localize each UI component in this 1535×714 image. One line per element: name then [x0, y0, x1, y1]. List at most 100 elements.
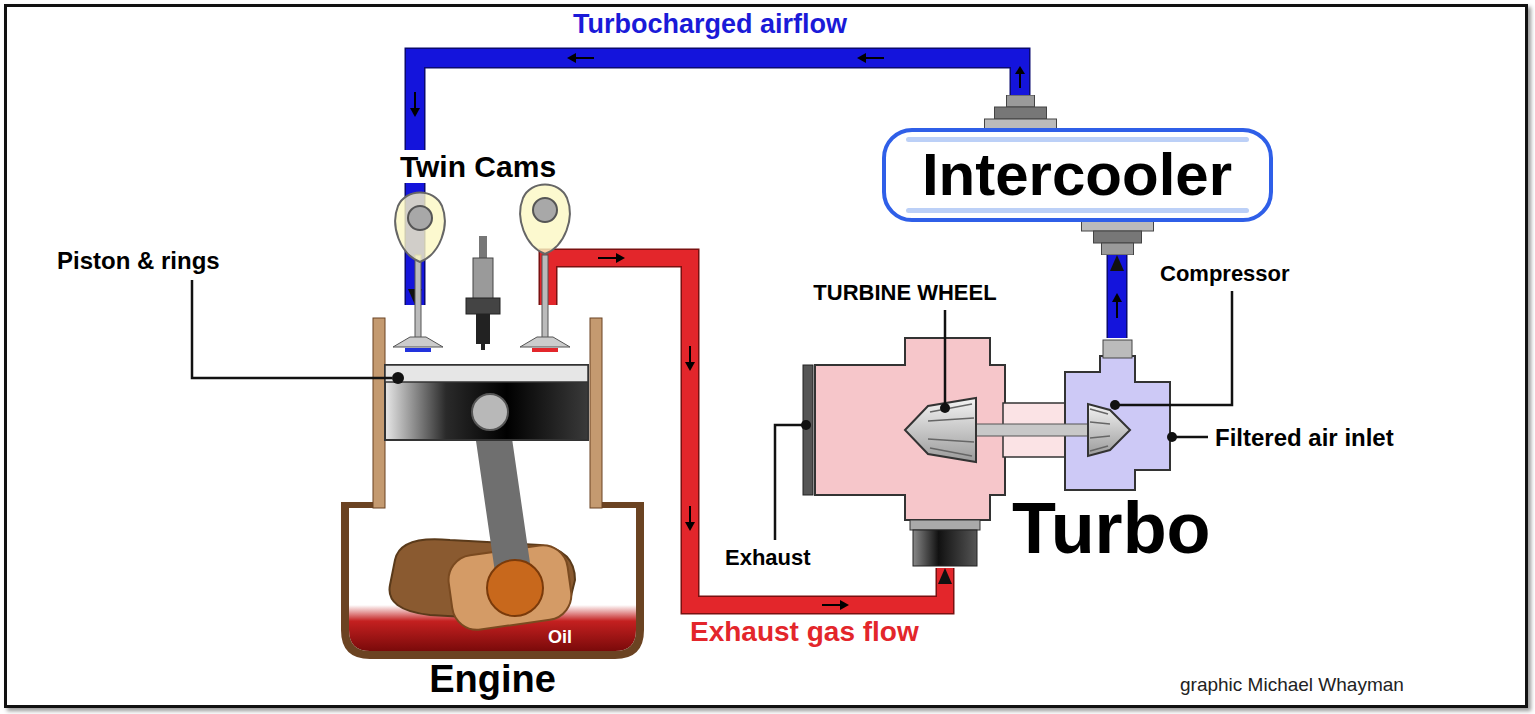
exhaust-pipe [548, 258, 945, 605]
valve [415, 255, 421, 339]
valve-seat-mark [405, 348, 558, 352]
leader-dot [940, 403, 950, 413]
turbine-housing [815, 338, 1005, 520]
flow-arrow [616, 253, 625, 263]
valve [542, 255, 548, 339]
intercooler-title: Intercooler [922, 142, 1232, 208]
cam-lobe [395, 185, 570, 263]
exhaust-pipe [548, 258, 945, 605]
valve [520, 337, 570, 347]
credit-text: graphic Michael Whayman [1180, 675, 1404, 696]
spark-plug [466, 298, 500, 314]
part-label: Filtered air inlet [1215, 425, 1394, 451]
flow-arrow [598, 257, 616, 259]
cam-lobe [395, 193, 445, 263]
flow-arrow [822, 604, 840, 606]
turbine-wheel [928, 404, 974, 456]
connecting-rod [487, 560, 543, 616]
cylinder-wall [373, 318, 385, 508]
leader-dot [1167, 432, 1177, 442]
valve [393, 337, 443, 347]
boost-pipe [1108, 255, 1126, 338]
pipe-fitting [994, 107, 1046, 119]
turbo-housing: Turbo [800, 338, 1175, 568]
pipe-outline [548, 258, 945, 605]
flow-arrow [567, 53, 576, 63]
cylinder-wall [590, 318, 602, 508]
cam-lobe [533, 198, 557, 222]
spark-plug [479, 236, 487, 260]
leader-line [1172, 436, 1208, 439]
flow-arrow [685, 522, 695, 531]
leader-line [1118, 291, 1232, 405]
piston [385, 365, 588, 440]
intercooler-body [884, 130, 1271, 220]
spark-plug [481, 344, 485, 350]
engine-title: Engine [429, 660, 556, 698]
leader-line [192, 280, 392, 378]
flow-arrow [857, 53, 866, 63]
flow-arrow [410, 108, 420, 117]
flow-arrow [1112, 293, 1122, 302]
flow-arrow [689, 346, 691, 362]
edge-label: Turbocharged airflow [573, 10, 847, 40]
pipe-fitting [1006, 95, 1034, 107]
flow-arrow [576, 57, 594, 59]
engine-block: OilEngine [340, 305, 645, 700]
leader-dot [801, 420, 811, 430]
turbine-housing [910, 520, 980, 530]
leader-dot [1110, 400, 1120, 410]
compressor-housing [1103, 340, 1132, 358]
turbine-wheel [905, 398, 976, 462]
connecting-rod [487, 412, 543, 616]
spark-plug [476, 314, 490, 344]
intercooler: Intercooler [882, 95, 1273, 255]
valve [393, 255, 570, 347]
flow-arrow [866, 57, 884, 59]
turbo-title: Turbo [1012, 492, 1211, 564]
cam-lobe [520, 185, 570, 255]
turbine-housing [913, 530, 977, 566]
compressor-wheel [1088, 404, 1130, 456]
piston [472, 394, 508, 430]
crankshaft [390, 539, 576, 633]
valve-seat-mark [532, 348, 558, 352]
pipe-fitting [1101, 243, 1133, 255]
turbine-wheel [905, 398, 976, 462]
flow-arrow [1116, 302, 1118, 318]
oil-label: Oil [548, 628, 572, 646]
cam-lobe [520, 185, 570, 255]
compressor-wheel [1088, 404, 1130, 456]
compressor-wheel [1090, 409, 1110, 451]
pipe-outline [1107, 255, 1128, 338]
leader-line [775, 425, 806, 540]
part-label: TURBINE WHEEL [813, 281, 996, 305]
compressor-housing [1065, 340, 1170, 490]
flow-arrow [1015, 66, 1025, 74]
leader-dot [392, 372, 404, 384]
flow-arrow [840, 600, 849, 610]
piston [385, 365, 588, 440]
pipe-fitting [1093, 231, 1141, 243]
part-label: Piston & rings [57, 248, 220, 274]
flow-arrow [1019, 74, 1021, 88]
edge-label: Exhaust gas flow [690, 617, 919, 648]
leader-line [944, 310, 947, 405]
flow-arrow [685, 362, 695, 371]
flow-arrow [414, 92, 416, 108]
part-label: Exhaust [725, 546, 811, 570]
turbine-housing [803, 365, 813, 495]
leader-dot [392, 372, 1177, 442]
spark-plug [473, 258, 493, 300]
spark-plug [466, 236, 500, 350]
part-label: Twin Cams [396, 150, 560, 183]
flow-arrow [689, 506, 691, 522]
cam-lobe [408, 206, 432, 230]
part-label: Compressor [1160, 262, 1290, 286]
cooling-fin [906, 208, 1249, 213]
piston [385, 365, 588, 382]
compressor-housing [1065, 356, 1170, 490]
